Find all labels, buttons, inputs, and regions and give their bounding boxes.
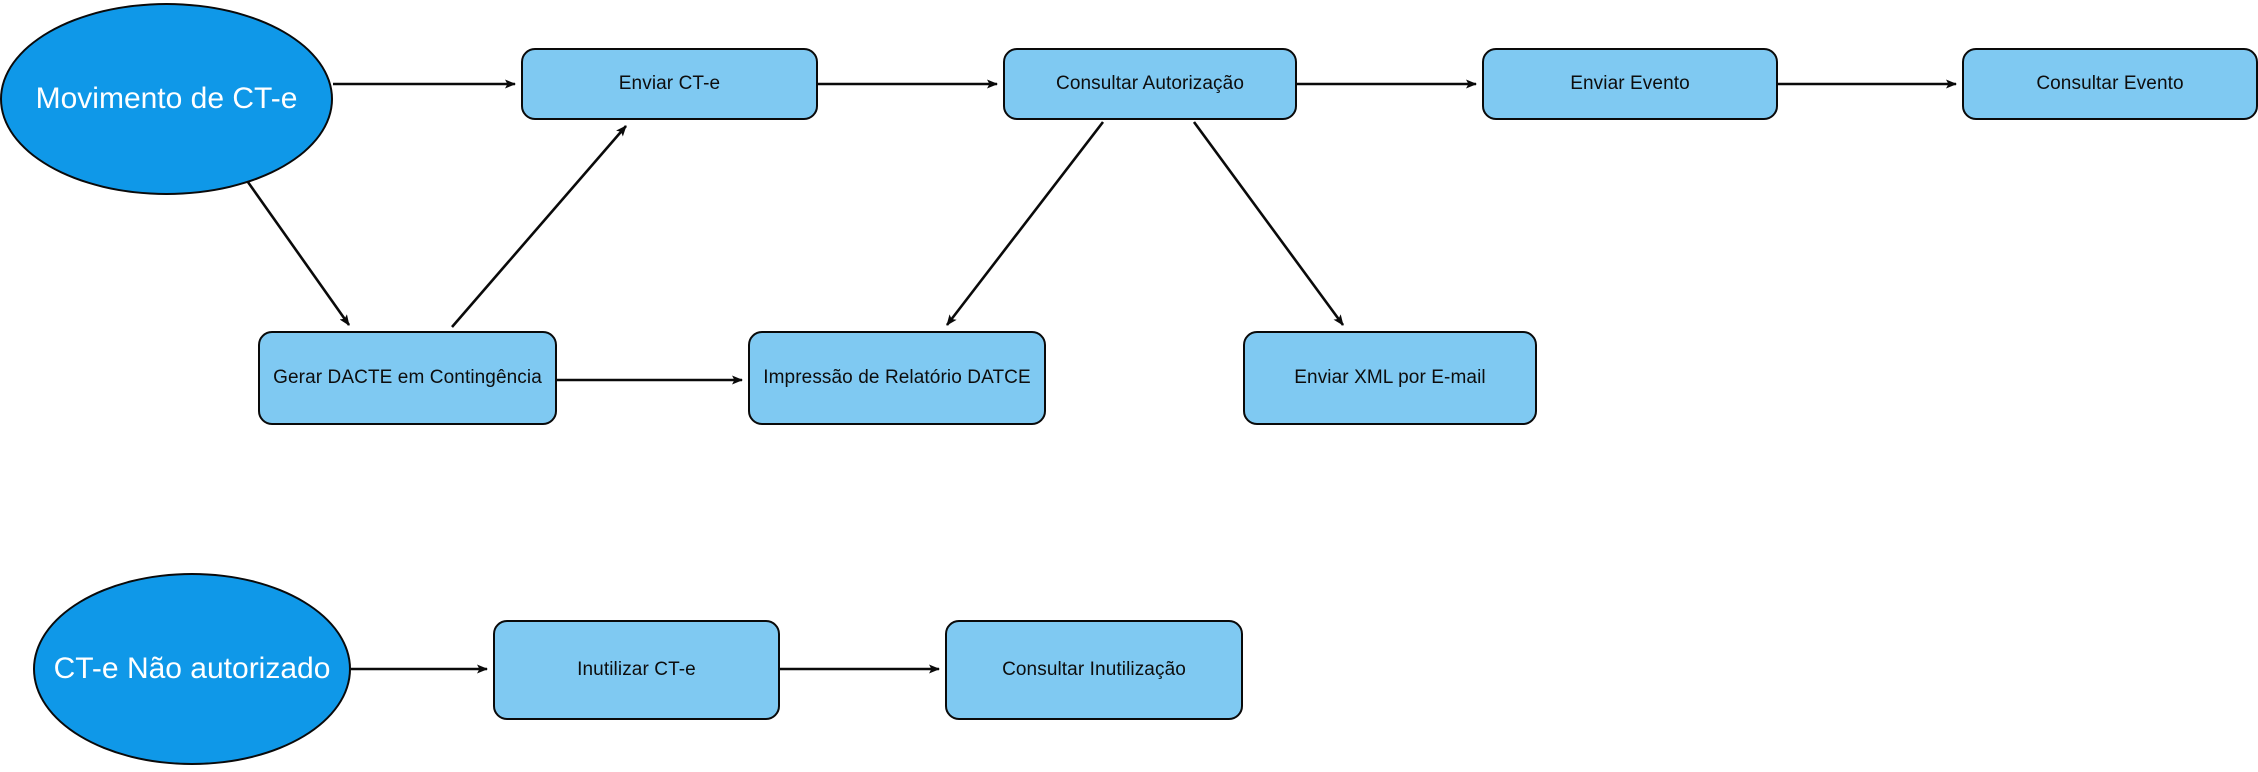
node-consultar-inutilizacao[interactable]: Consultar Inutilização — [945, 620, 1243, 720]
node-consultar-evento[interactable]: Consultar Evento — [1962, 48, 2258, 120]
node-label: Enviar XML por E-mail — [1294, 366, 1486, 388]
node-consultar-autorizacao[interactable]: Consultar Autorização — [1003, 48, 1297, 120]
node-label: Gerar DACTE em Contingência — [273, 366, 542, 388]
edge-gerar-dacte-contingencia-to-enviar-cte — [451, 125, 627, 328]
edge-movimento-cte-to-gerar-dacte-contingencia — [236, 167, 351, 326]
node-enviar-evento[interactable]: Enviar Evento — [1482, 48, 1778, 120]
node-label: Consultar Evento — [2036, 72, 2184, 94]
node-enviar-cte[interactable]: Enviar CT-e — [521, 48, 818, 120]
node-label: CT-e Não autorizado — [53, 652, 331, 685]
node-label: Enviar Evento — [1570, 72, 1690, 94]
node-cte-nao-autorizado[interactable]: CT-e Não autorizado — [33, 573, 351, 765]
node-label: Consultar Autorização — [1056, 72, 1244, 94]
node-label: Consultar Inutilização — [1002, 658, 1186, 680]
node-inutilizar-cte[interactable]: Inutilizar CT-e — [493, 620, 780, 720]
edge-consultar-autorizacao-to-impressao-relatorio-datce — [945, 121, 1105, 326]
node-movimento-cte[interactable]: Movimento de CT-e — [0, 3, 333, 195]
node-enviar-xml-email[interactable]: Enviar XML por E-mail — [1243, 331, 1537, 425]
node-label: Impressão de Relatório DATCE — [763, 366, 1031, 388]
node-gerar-dacte-contingencia[interactable]: Gerar DACTE em Contingência — [258, 331, 557, 425]
node-label: Movimento de CT-e — [35, 82, 298, 115]
node-label: Enviar CT-e — [618, 72, 721, 94]
node-label: Inutilizar CT-e — [577, 658, 696, 680]
edge-consultar-autorizacao-to-enviar-xml-email — [1192, 121, 1345, 326]
node-impressao-relatorio-datce[interactable]: Impressão de Relatório DATCE — [748, 331, 1046, 425]
